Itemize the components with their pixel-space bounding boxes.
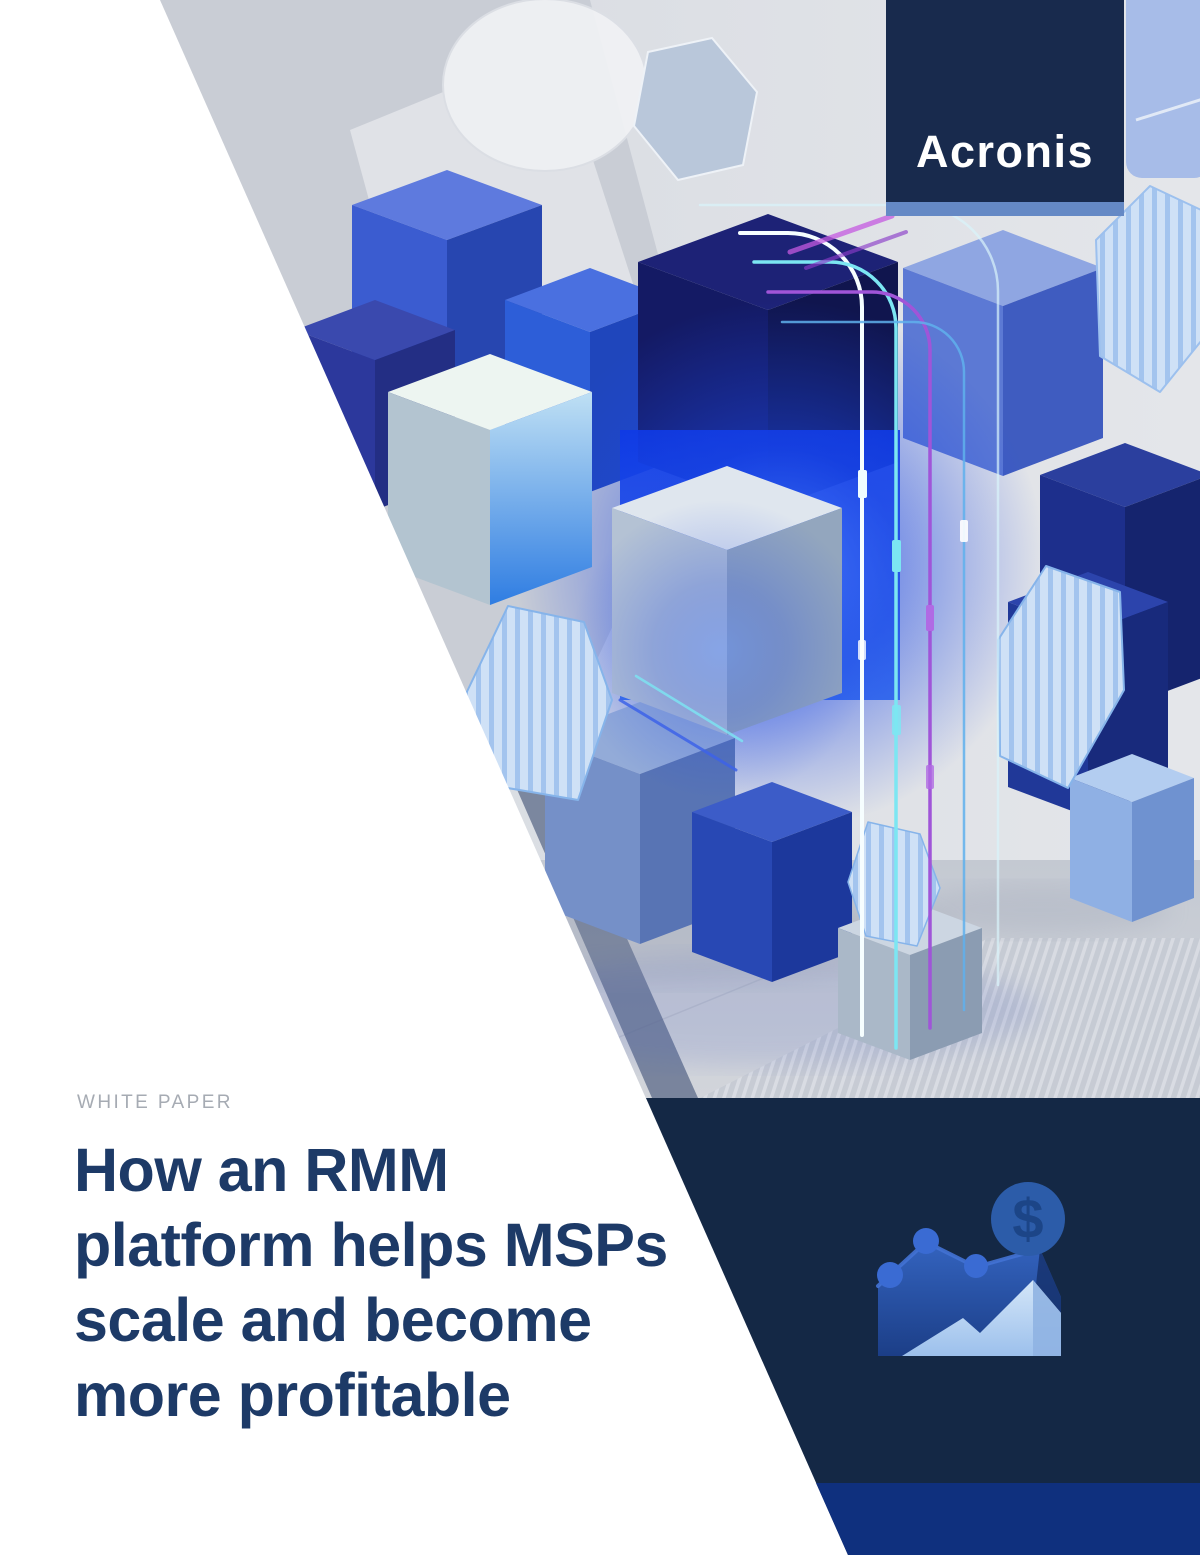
cover-title: How an RMM platform helps MSPs scale and… — [74, 1133, 668, 1433]
acronis-logo-box: Acronis — [886, 0, 1124, 202]
circuit-chips — [858, 470, 968, 789]
striped-hexagons — [461, 185, 1200, 947]
flat-hexagon — [632, 36, 759, 182]
bottom-royal-strip — [816, 1483, 1200, 1555]
mountain-light — [902, 1280, 1061, 1356]
dollar-symbol: $ — [1012, 1187, 1043, 1250]
cover-title-line-2: platform helps MSPs — [74, 1211, 668, 1279]
glow-bloom — [570, 500, 870, 800]
cover-title-line-1: How an RMM — [74, 1136, 449, 1204]
logo-accent-strip — [886, 202, 1124, 216]
rounded-slab — [1126, 0, 1200, 178]
document-type-label: WHITE PAPER — [77, 1092, 233, 1113]
acronis-logo-wordmark: Acronis — [915, 126, 1095, 177]
dollar-coin: $ — [991, 1182, 1065, 1256]
mountain-right-face — [1033, 1280, 1061, 1356]
growth-chart-dollar-icon: $ — [876, 1182, 1065, 1356]
cover-title-line-3: scale and become — [74, 1286, 592, 1354]
chart-dots — [877, 1228, 988, 1288]
cover-title-line-4: more profitable — [74, 1361, 511, 1429]
